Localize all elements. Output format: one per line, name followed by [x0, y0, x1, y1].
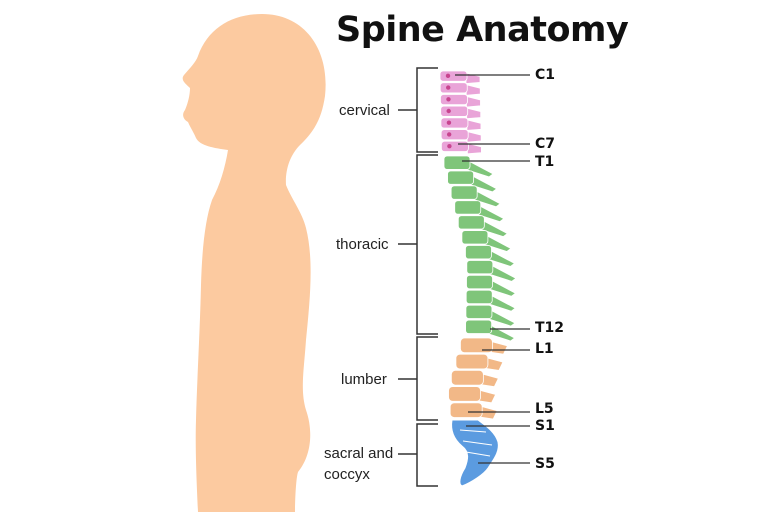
bracket-cervical — [398, 67, 438, 153]
vertebra-lumbar-2 — [455, 353, 504, 371]
vertebra-lumbar-3 — [450, 369, 499, 388]
vertebra-cervical-6 — [440, 129, 482, 143]
vertebra-label-s1: S1 — [535, 418, 555, 434]
region-label-sacral-line1: sacral and — [324, 445, 394, 462]
spine-column — [439, 70, 517, 487]
vertebra-label-c1: C1 — [535, 67, 556, 83]
region-label-lumbar: lumber — [341, 371, 387, 388]
vertebra-cervical-1 — [439, 70, 481, 84]
region-label-thoracic: thoracic — [336, 236, 389, 253]
vertebra-label-c7: C7 — [535, 136, 556, 152]
vertebra-thoracic-8 — [466, 260, 517, 282]
region-label-sacral: sacral and coccyx — [324, 443, 393, 485]
page-title: Spine Anatomy — [336, 10, 629, 50]
vertebra-leader-lines — [455, 74, 530, 464]
vertebra-cervical-4 — [440, 105, 482, 120]
vertebra-lumbar-1 — [460, 337, 509, 355]
vertebra-cervical-2 — [439, 82, 481, 96]
vertebra-thoracic-1 — [443, 155, 494, 178]
bracket-thoracic — [398, 154, 438, 335]
vertebra-lumbar-4 — [448, 386, 497, 404]
human-silhouette-icon — [182, 14, 326, 512]
vertebra-thoracic-3 — [450, 185, 501, 208]
vertebra-cervical-3 — [440, 94, 481, 108]
vertebra-label-s5: S5 — [535, 456, 555, 472]
region-brackets — [398, 67, 438, 487]
bracket-sacral — [398, 423, 438, 487]
vertebra-cervical-7 — [441, 140, 482, 155]
vertebra-thoracic-12 — [465, 319, 516, 342]
vertebra-thoracic-6 — [461, 230, 512, 252]
region-label-sacral-line2: coccyx — [324, 466, 370, 483]
vertebra-thoracic-5 — [457, 215, 509, 238]
vertebra-thoracic-10 — [465, 289, 516, 312]
vertebra-thoracic-9 — [466, 274, 517, 297]
bracket-lumbar — [398, 336, 438, 421]
vertebra-thoracic-4 — [454, 200, 505, 223]
vertebra-label-t1: T1 — [535, 154, 555, 170]
vertebra-thoracic-11 — [465, 304, 516, 327]
region-label-cervical: cervical — [339, 102, 390, 119]
vertebra-label-l5: L5 — [535, 401, 554, 417]
vertebra-label-t12: T12 — [535, 320, 565, 336]
vertebra-thoracic-2 — [447, 170, 498, 193]
vertebra-label-l1: L1 — [535, 341, 554, 357]
vertebra-cervical-5 — [440, 117, 482, 131]
vertebra-thoracic-7 — [465, 245, 516, 267]
vertebra-lumbar-5 — [449, 402, 498, 420]
